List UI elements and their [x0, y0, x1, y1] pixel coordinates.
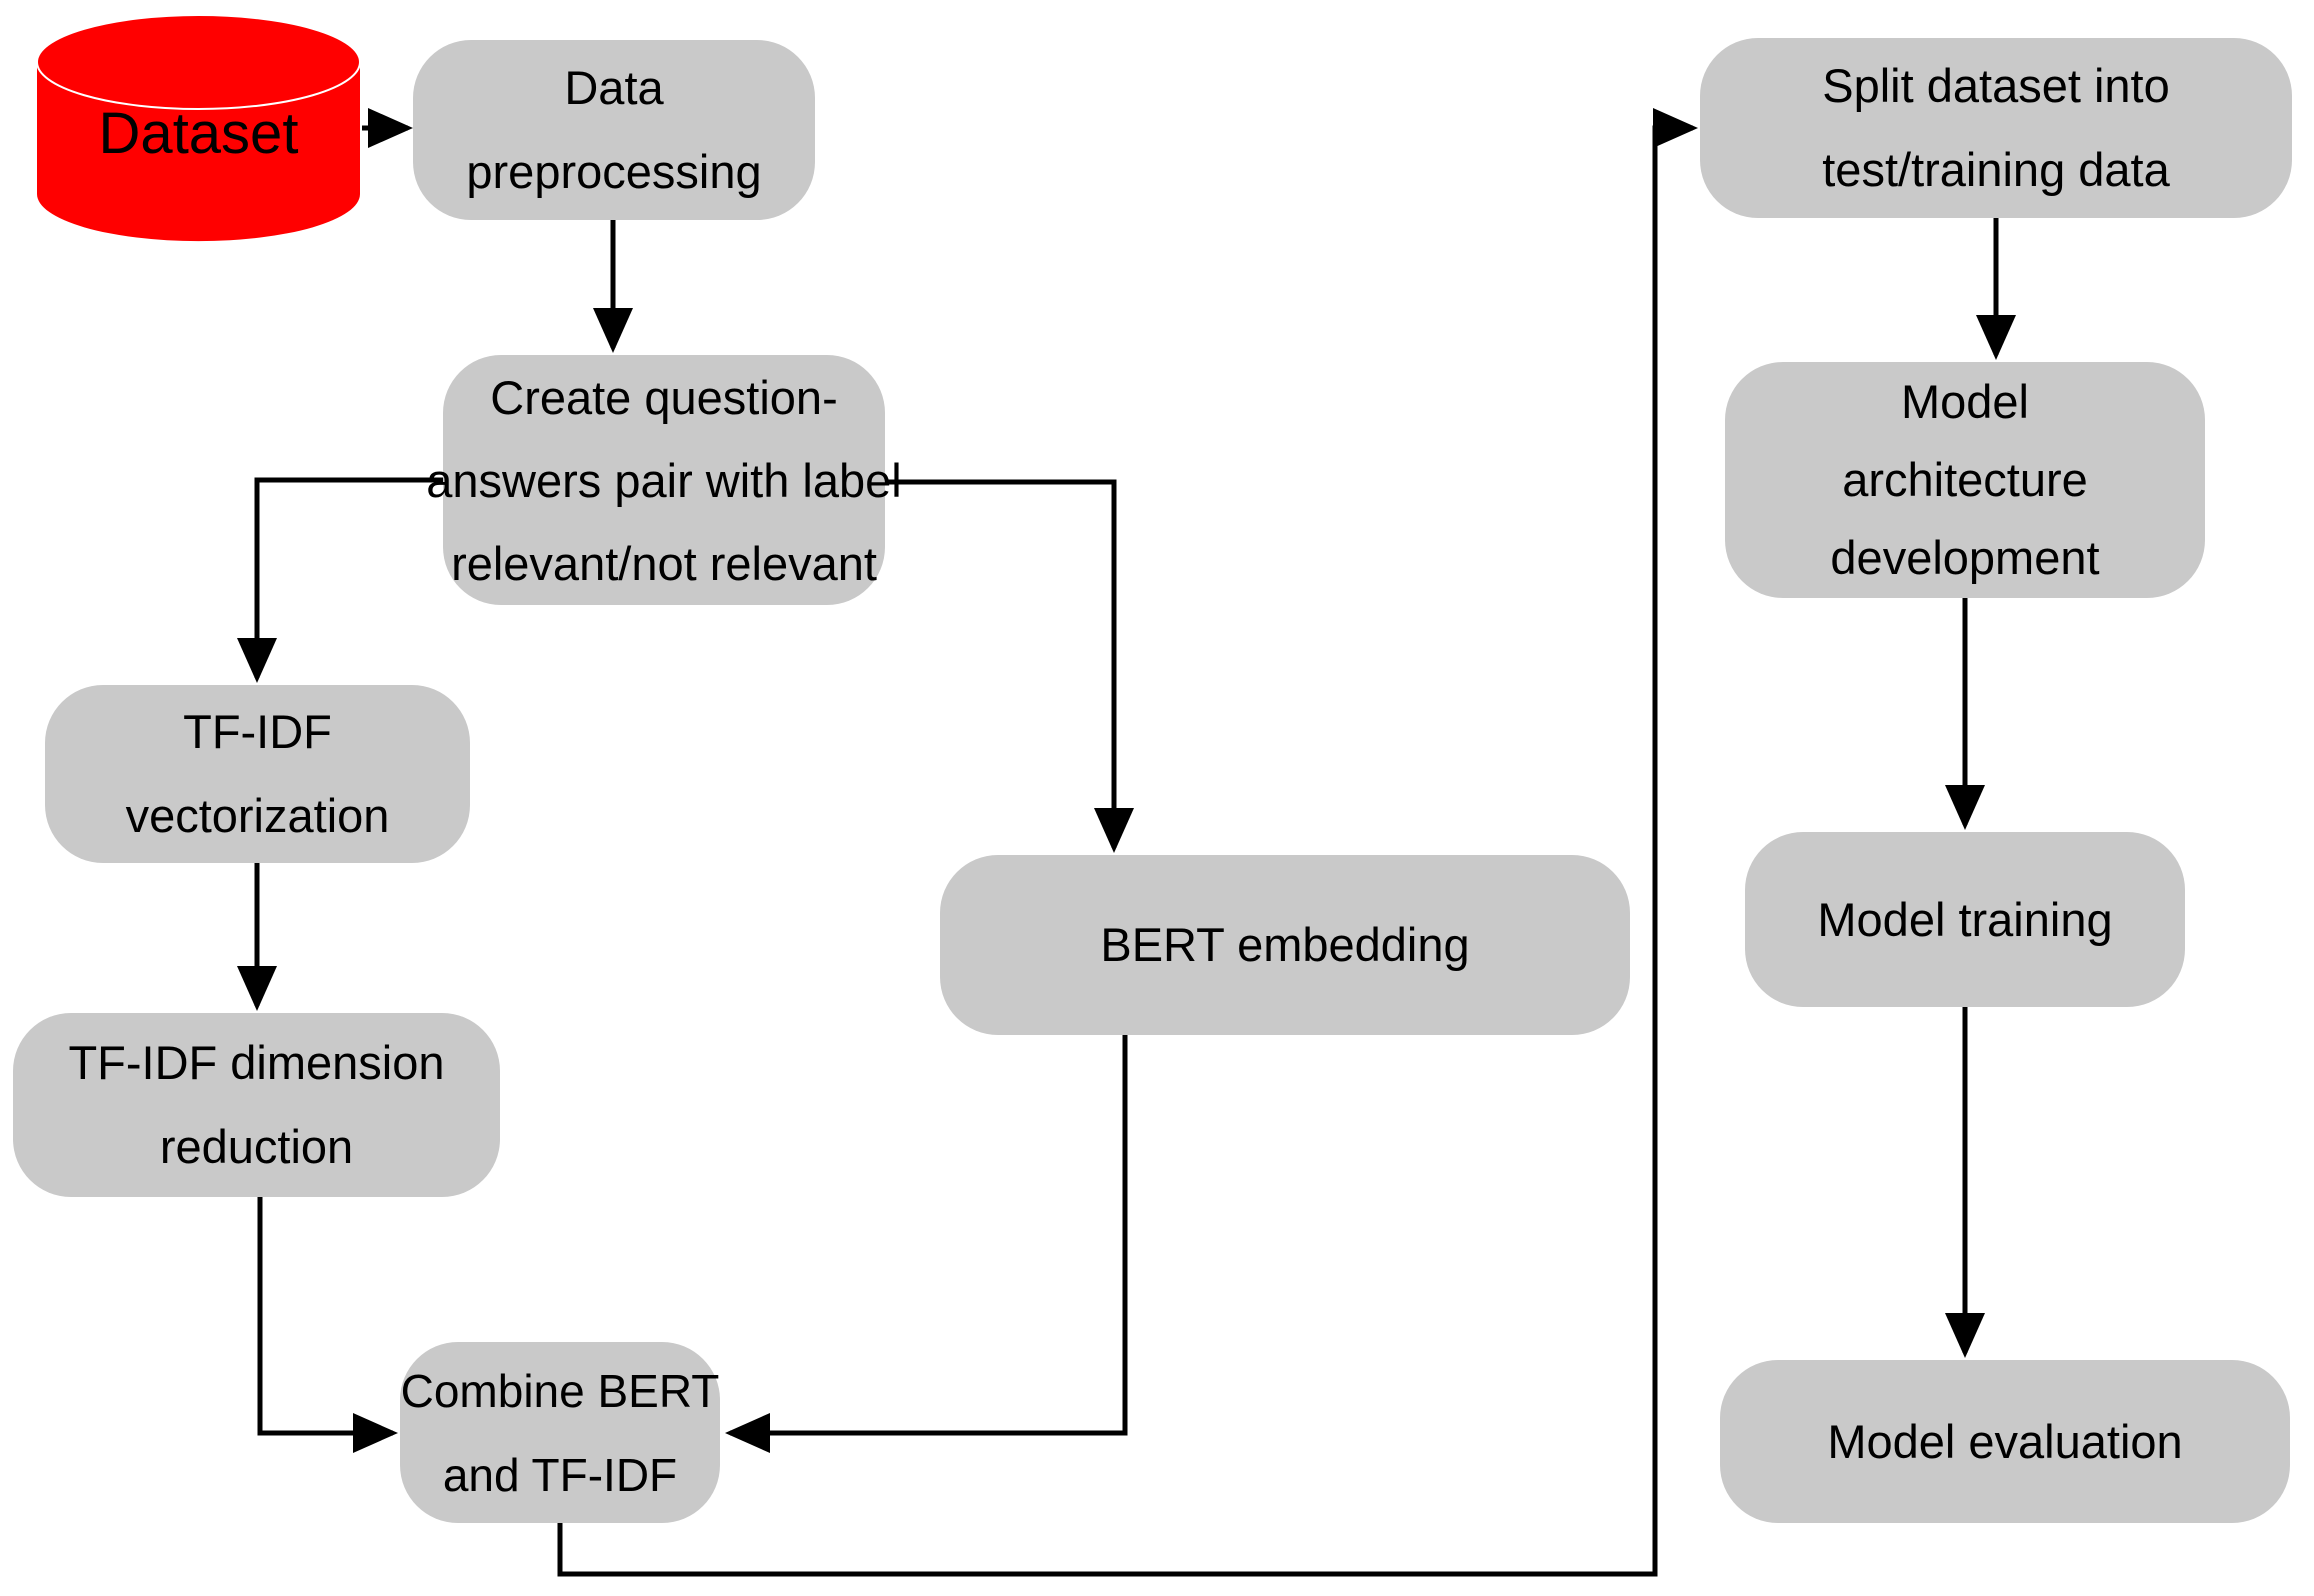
node-label-line: and TF-IDF	[442, 1448, 678, 1501]
node-label-line: preprocessing	[466, 145, 762, 198]
node-label-line: Model evaluation	[1827, 1414, 2183, 1468]
node-label-line: Create question-	[490, 370, 838, 424]
edge-create-qa-pairs-to-tfidf-vectorization	[237, 477, 443, 683]
dataset-label: Dataset	[98, 100, 299, 166]
node-bert-embedding: BERT embedding	[940, 855, 1630, 1035]
node-label-line: Model training	[1817, 892, 2113, 946]
node-label-line: Combine BERT	[400, 1364, 720, 1417]
edge-combine-to-split-dataset-feedback	[557, 108, 1698, 1577]
edge-bert-embedding-to-combine	[725, 1035, 1128, 1453]
edge-create-qa-pairs-to-bert-embedding	[885, 479, 1134, 853]
node-label-line: TF-IDF	[183, 705, 332, 758]
node-label-line: Data	[564, 61, 664, 114]
node-model-architecture-development: Model architecture development	[1725, 362, 2205, 598]
node-combine-bert-tfidf: Combine BERT and TF-IDF	[400, 1342, 720, 1523]
node-label-line: BERT embedding	[1100, 918, 1470, 971]
node-label-line: vectorization	[125, 789, 390, 842]
node-split-dataset: Split dataset into test/training data	[1700, 38, 2292, 218]
node-data-preprocessing: Data preprocessing	[413, 40, 815, 220]
node-tfidf-dimension-reduction: TF-IDF dimension reduction	[13, 1013, 500, 1197]
node-tfidf-vectorization: TF-IDF vectorization	[45, 685, 470, 863]
node-label-line: answers pair with label	[426, 453, 902, 507]
database-cylinder-icon	[36, 14, 361, 242]
node-label-line: relevant/not relevant	[451, 536, 877, 590]
node-label-line: TF-IDF dimension	[68, 1036, 445, 1089]
node-label-line: reduction	[159, 1120, 354, 1173]
node-label-line: architecture	[1842, 453, 2088, 506]
node-label-line: Model	[1900, 375, 2029, 428]
node-label-line: test/training data	[1822, 143, 2170, 196]
node-label-line: development	[1830, 531, 2100, 584]
node-dataset-cylinder: Dataset	[35, 12, 362, 244]
node-model-evaluation: Model evaluation	[1720, 1360, 2290, 1523]
node-label-line: Split dataset into	[1822, 59, 2170, 112]
node-model-training: Model training	[1745, 832, 2185, 1007]
edge-tfidf-dimension-reduction-to-combine	[257, 1197, 398, 1453]
node-create-question-answer-pairs: Create question- answers pair with label…	[426, 355, 902, 605]
